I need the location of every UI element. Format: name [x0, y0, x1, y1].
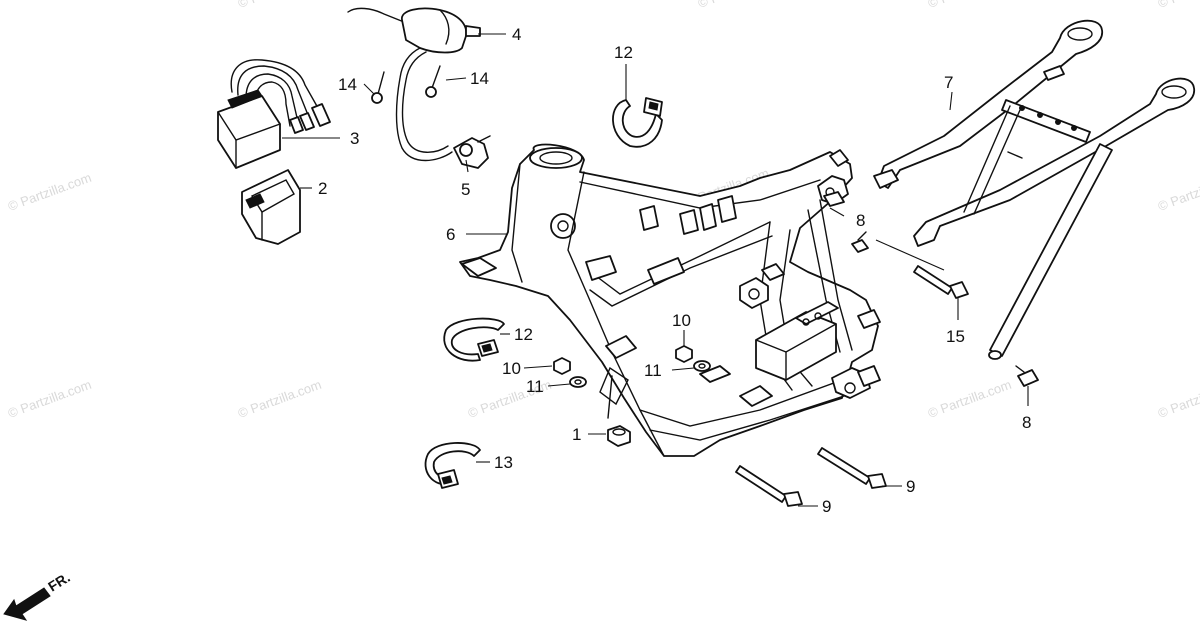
callout-8-top: 8 — [856, 211, 865, 230]
callout-14-left: 14 — [338, 75, 357, 94]
plug-cap-part — [453, 135, 491, 169]
callout-1: 1 — [572, 425, 581, 444]
sub-frame-part — [873, 19, 1195, 360]
watermark-text: © Partzilla.com — [1156, 377, 1200, 421]
callout-2: 2 — [318, 179, 327, 198]
washer-11-part — [569, 360, 711, 388]
watermark-text: © Partzilla.com — [696, 0, 783, 11]
bolt-9-part — [735, 447, 887, 507]
callout-10-left: 10 — [502, 359, 521, 378]
watermark-text: © Partzilla.com — [236, 377, 323, 421]
callout-9-right: 9 — [906, 477, 915, 496]
callout-7: 7 — [944, 73, 953, 92]
callout-labels: 3 2 4 14 14 5 12 6 7 8 15 8 12 10 11 10 … — [318, 25, 1031, 516]
collar-part — [607, 425, 631, 447]
watermark-text: © Partzilla.com — [6, 377, 93, 421]
arrow-icon — [3, 587, 51, 621]
watermark-text: © Partzilla.com — [236, 0, 323, 11]
callout-12-top: 12 — [614, 43, 633, 62]
bolt-8-part — [851, 231, 1039, 387]
direction-label: FR. — [45, 569, 73, 595]
callout-11-center: 11 — [644, 361, 662, 380]
ignition-coil-part — [347, 7, 481, 162]
watermark-text: © Partzilla.com — [6, 170, 93, 214]
bolt-15-part — [913, 265, 969, 299]
callout-11-left: 11 — [526, 377, 544, 396]
callout-12-left: 12 — [514, 325, 533, 344]
watermark-text: © Partzilla.com — [926, 377, 1013, 421]
callout-10-center: 10 — [672, 311, 691, 330]
front-direction-indicator: FR. — [3, 569, 73, 621]
callout-8-bottom: 8 — [1022, 413, 1031, 432]
bolt-14-part — [371, 65, 441, 104]
callout-3: 3 — [350, 129, 359, 148]
clamp-12-top-part — [612, 97, 663, 148]
watermark-text: © Partzilla.com — [926, 0, 1013, 11]
leader-lines — [282, 33, 1029, 507]
cdi-mount-part — [241, 169, 301, 245]
callout-4: 4 — [512, 25, 521, 44]
callout-14-right: 14 — [470, 69, 489, 88]
main-frame-part — [459, 143, 881, 457]
cdi-unit-part — [217, 59, 331, 169]
clamp-12-left-part — [443, 317, 505, 362]
watermark-text: © Partzilla.com — [1156, 0, 1200, 11]
callout-13: 13 — [494, 453, 513, 472]
watermark-text: © Partzilla.com — [1156, 170, 1200, 214]
clamp-13-part — [424, 442, 481, 489]
callout-5: 5 — [461, 180, 470, 199]
callout-6: 6 — [446, 225, 455, 244]
nut-10-part — [553, 345, 693, 375]
callout-9-left: 9 — [822, 497, 831, 516]
callout-15: 15 — [946, 327, 965, 346]
